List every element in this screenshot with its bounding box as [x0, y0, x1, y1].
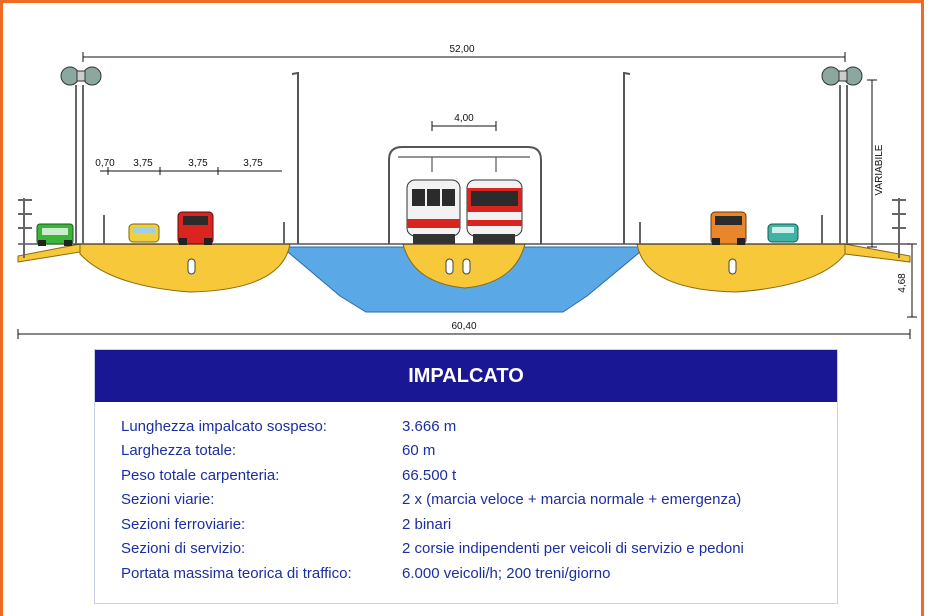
wind-barrier-right	[821, 66, 863, 244]
row-value: 3.666 m	[402, 417, 457, 435]
right-road-box	[636, 243, 846, 293]
deck-height-label: 4,68	[897, 273, 908, 293]
row-label: Larghezza totale:	[121, 442, 237, 460]
table-row: Sezioni viarie: 2 x (marcia veloce + mar…	[95, 488, 837, 513]
rail-catenary-portal	[388, 146, 542, 244]
lane-dim-2: 3,75	[188, 158, 208, 169]
row-label: Lunghezza impalcato sospeso:	[121, 417, 327, 435]
vehicle-green-truck	[36, 223, 74, 246]
edge-fences	[18, 198, 906, 258]
track-spacing-label: 4,00	[454, 113, 474, 124]
row-value: 6.000 veicoli/h; 200 treni/giorno	[402, 564, 611, 582]
vehicle-teal-car	[767, 223, 799, 243]
row-value: 2 binari	[402, 515, 452, 533]
vehicle-red-truck	[177, 211, 214, 245]
table-title: IMPALCATO	[95, 350, 837, 402]
train-left	[406, 179, 461, 244]
dimension-total-width: 60,40	[17, 321, 911, 339]
table-row: Lunghezza impalcato sospeso: 3.666 m	[95, 414, 837, 439]
train-right	[466, 179, 523, 244]
wind-barrier-left	[60, 66, 102, 244]
lane-dim-1: 3,75	[133, 158, 153, 169]
vehicle-yellow-car	[128, 223, 160, 243]
table-row: Sezioni ferroviarie: 2 binari	[95, 512, 837, 537]
lane-dimensions: 0,70 3,75 3,75 3,75	[95, 158, 282, 175]
row-value: 60 m	[402, 442, 436, 460]
table-row: Peso totale carpenteria: 66.500 t	[95, 463, 837, 488]
row-label: Sezioni di servizio:	[121, 540, 246, 558]
variable-height-dimension: VARIABILE	[867, 79, 885, 248]
lane-dim-0: 0,70	[95, 158, 115, 169]
table-rows: Lunghezza impalcato sospeso: 3.666 m Lar…	[95, 402, 837, 586]
left-road-box	[79, 243, 291, 293]
table-row: Portata massima teorica di traffico: 6.0…	[95, 561, 837, 586]
lane-dim-3: 3,75	[243, 158, 263, 169]
row-label: Sezioni viarie:	[121, 491, 215, 509]
dimension-top-width-label: 52,00	[449, 44, 474, 55]
row-label: Peso totale carpenteria:	[121, 466, 280, 484]
vehicle-orange-van	[710, 211, 747, 245]
track-spacing-dimension: 4,00	[431, 113, 497, 131]
dimension-top-width: 52,00	[82, 44, 846, 62]
row-value: 2 x (marcia veloce + marcia normale + em…	[402, 491, 742, 509]
table-row: Sezioni di servizio: 2 corsie indipenden…	[95, 537, 837, 562]
row-value: 2 corsie indipendenti per veicoli di ser…	[402, 540, 744, 558]
impalcato-table: IMPALCATO Lunghezza impalcato sospeso: 3…	[94, 349, 838, 604]
cross-section-diagram: 52,00	[17, 44, 917, 339]
row-label: Portata massima teorica di traffico:	[121, 564, 352, 582]
deck-overhangs	[17, 243, 911, 263]
row-value: 66.500 t	[402, 466, 457, 484]
row-label: Sezioni ferroviarie:	[121, 515, 246, 533]
variable-height-label: VARIABILE	[874, 144, 885, 195]
deck-height-dimension: 4,68	[897, 243, 917, 318]
deck-openings	[187, 258, 737, 275]
lighting-pole-left	[291, 72, 299, 244]
dimension-total-width-label: 60,40	[451, 321, 476, 332]
table-row: Larghezza totale: 60 m	[95, 439, 837, 464]
lighting-pole-right	[623, 72, 631, 244]
